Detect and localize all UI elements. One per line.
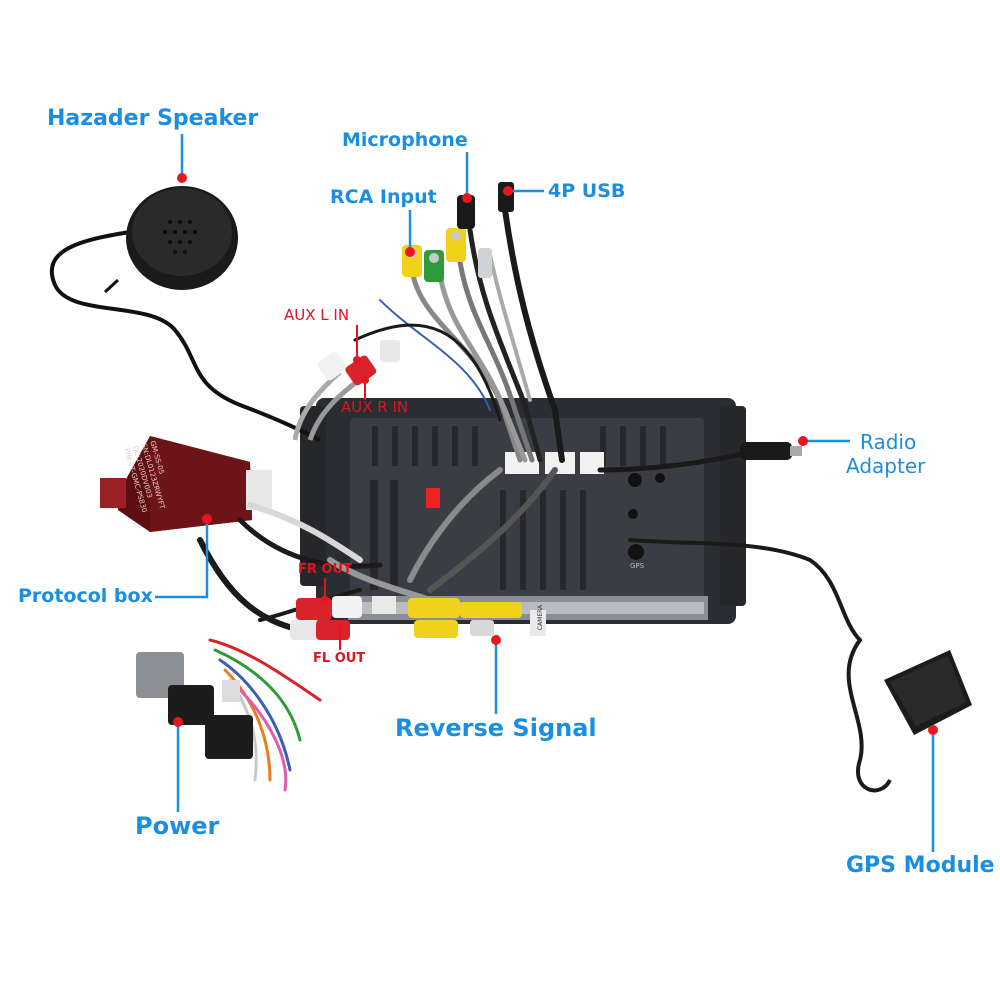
gps-tag: GPS — [630, 562, 645, 570]
label-aux-r-in: AUX R IN — [341, 398, 409, 416]
aux-plugs — [292, 340, 400, 441]
label-protocol-box: Protocol box — [18, 585, 153, 607]
label-radio-adapter-line2: Adapter — [846, 454, 926, 478]
gps-module — [846, 638, 972, 793]
camera-tag: CAMERA — [537, 604, 545, 631]
power-connectors — [136, 652, 253, 759]
label-4p-usb: 4P USB — [548, 180, 626, 202]
label-fl-out: FL OUT — [313, 651, 366, 666]
label-fr-out: FR OUT — [298, 562, 352, 577]
label-rca-input: RCA Input — [330, 186, 437, 208]
callout-lines — [155, 134, 935, 852]
head-unit — [300, 398, 746, 624]
protocol-box — [100, 436, 272, 532]
label-hazard-speaker: Hazader Speaker — [47, 106, 259, 131]
label-reverse-signal: Reverse Signal — [395, 714, 597, 742]
callout-markers — [173, 173, 938, 735]
label-power: Power — [135, 812, 220, 840]
label-radio-adapter-line1: Radio — [860, 430, 917, 454]
radio-adapter-plug — [740, 442, 802, 460]
rca-plugs-bottom — [290, 596, 546, 640]
top-cables — [353, 207, 565, 463]
speaker — [49, 186, 321, 442]
label-radio-adapter: Radio Adapter — [846, 430, 925, 478]
label-gps-module: GPS Module — [846, 853, 995, 878]
label-aux-l-in: AUX L IN — [284, 306, 350, 324]
label-microphone: Microphone — [342, 129, 468, 151]
